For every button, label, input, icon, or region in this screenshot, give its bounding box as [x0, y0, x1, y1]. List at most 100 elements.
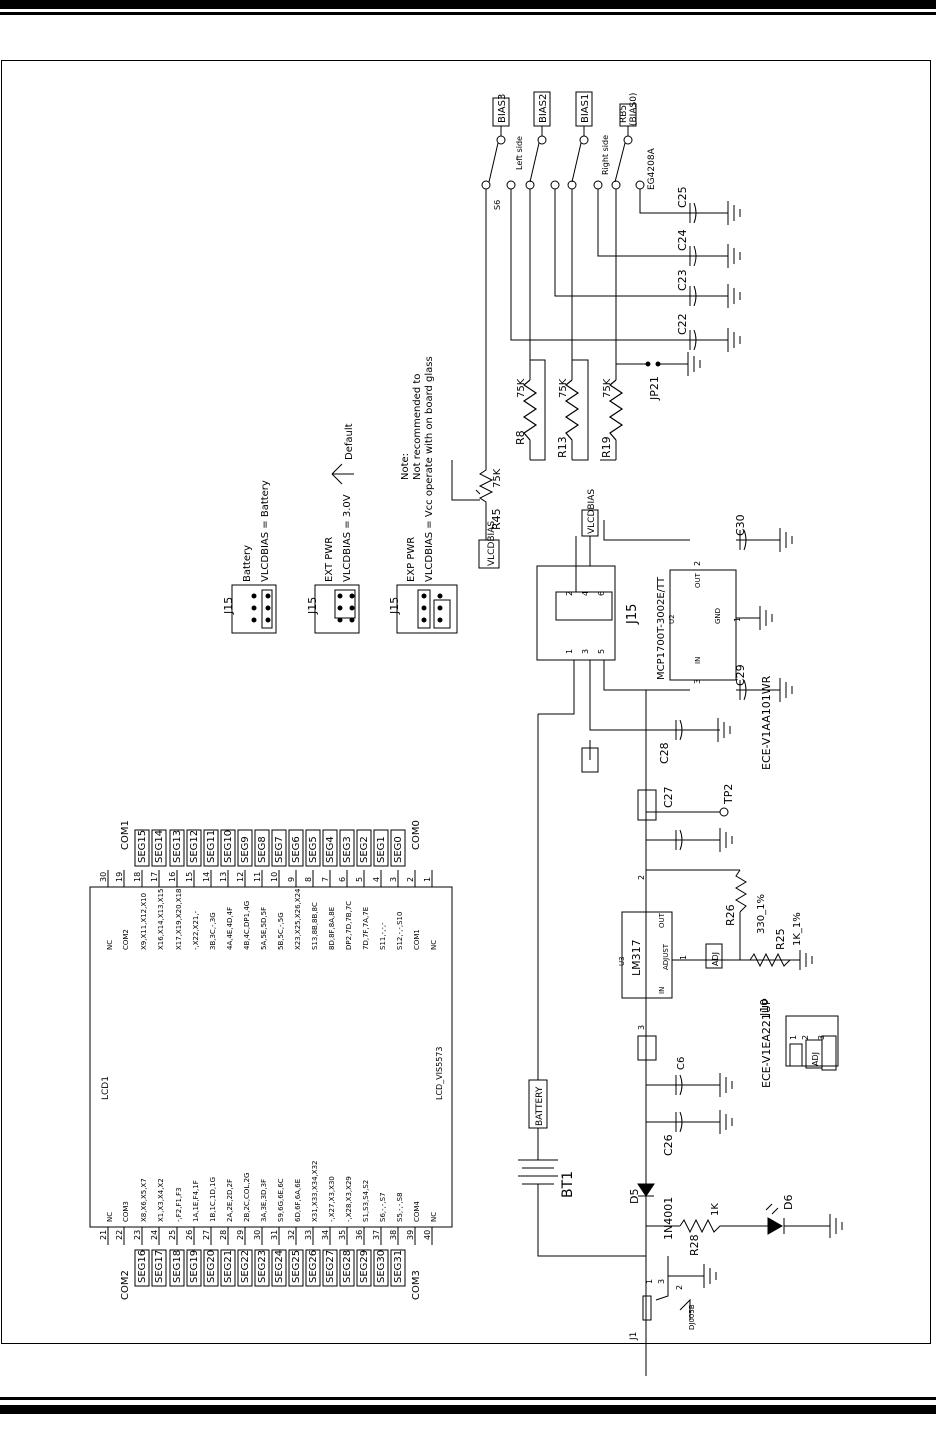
note-title: Note: — [400, 453, 411, 480]
lcd-pin-signal: 5B,5C,-,5G — [277, 912, 285, 950]
lcd-pin-number: 3 — [389, 877, 398, 882]
seg-net-flag: SEG27 — [325, 1250, 336, 1283]
lcd-pin-signal: S5,-,-,S8 — [396, 1192, 404, 1222]
lcd-pin-signal: X8,X6,X5,X7 — [140, 1178, 148, 1222]
lcd-pin-number: 1 — [423, 877, 432, 882]
ldo-in: IN — [694, 657, 702, 664]
c27-inductor — [637, 789, 733, 852]
seg-net-flag: SEG23 — [257, 1250, 268, 1283]
seg-net-flag-box — [254, 1249, 270, 1287]
d6-ref: D6 — [782, 1195, 795, 1210]
seg-net-flag-box — [322, 1249, 338, 1287]
j1-pin-number: 1 — [645, 1279, 654, 1284]
seg-net-flag: SEG5 — [308, 836, 319, 863]
seg-net-flag: SEG22 — [240, 1250, 251, 1283]
lcd-pin-signal: S6,-,-,S7 — [379, 1192, 387, 1222]
seg-net-flag: SEG0 — [393, 836, 404, 863]
com-net-label: COM0 — [411, 820, 422, 850]
jumper-jp21 — [645, 361, 661, 367]
right-side-label: Right side — [601, 135, 610, 175]
tp2-ref: TP2 — [722, 784, 735, 805]
lcd-pin-signal: DP2,7D,7B,7C — [345, 901, 353, 950]
seg-net-flag-box — [322, 829, 338, 867]
ldo-pin-gnd: 1 — [733, 617, 742, 622]
lcd-pin-number: 14 — [202, 872, 211, 882]
r26-ref: R26 — [724, 904, 737, 926]
lcd-pin-signal: -,F2,F1,F3 — [175, 1187, 183, 1222]
seg-net-flag-box — [237, 829, 253, 867]
ldo-u2 — [669, 569, 737, 681]
lcd-pin-signal: X16,X14,X13,X15 — [157, 889, 165, 951]
lcd-pin-number: 18 — [133, 872, 142, 882]
r19-ref: R19 — [600, 436, 613, 458]
c28-ref: C28 — [658, 742, 671, 764]
seg-net-flag: SEG31 — [393, 1250, 404, 1283]
lcd-pin-number: 11 — [253, 872, 262, 882]
lcd-pin-number: 17 — [150, 872, 159, 882]
seg-net-flag-box — [373, 829, 389, 867]
seg-net-flag-box — [271, 1249, 287, 1287]
lcd-pin-number: 38 — [389, 1230, 398, 1240]
j1-pin-number: 2 — [675, 1285, 684, 1290]
r45-value: 75K — [492, 468, 503, 488]
c26-ref: C26 — [662, 1134, 675, 1156]
u3-ref: U3 — [618, 956, 626, 966]
seg-net-flag-box — [220, 1249, 236, 1287]
lcd-pin-signal: -,X28,X3,X29 — [345, 1176, 353, 1222]
lcd-pin-number: 27 — [202, 1230, 211, 1240]
seg-net-flag: SEG19 — [189, 1250, 200, 1283]
lcd-pin-number: 37 — [372, 1230, 381, 1240]
lcd-pin-signal: 7D,7F,7A,7E — [362, 907, 370, 950]
seg-net-flag: SEG17 — [154, 1250, 165, 1283]
lcd-pin-signal: S12,-,-,S10 — [396, 912, 404, 950]
lcd-pin-signal: -,X27,X3,X30 — [328, 1176, 336, 1222]
lcd-pin-number: 22 — [115, 1230, 124, 1240]
seg-net-flag: SEG13 — [172, 830, 183, 863]
c24-ref: C24 — [676, 229, 689, 251]
lcd-pin-number: 4 — [372, 877, 381, 882]
seg-net-flag-box — [169, 1249, 185, 1287]
reg-pin-out: 2 — [637, 875, 646, 880]
j10-pin-number: 1 — [789, 1035, 798, 1040]
lcd-pin-number: 30 — [253, 1230, 262, 1240]
lcd-pin-signal: 4B,4C,DP1,4G — [243, 901, 251, 950]
r26-value: 330_1% — [756, 894, 767, 934]
left-side-label: Left side — [515, 136, 524, 170]
bias1-flag: BIAS1 — [580, 94, 591, 123]
j1-ref: J1 — [629, 1332, 639, 1341]
seg-net-flag: SEG28 — [342, 1250, 353, 1283]
lcd-pin-number: 10 — [270, 872, 279, 882]
seg-net-flag: SEG6 — [291, 836, 302, 863]
lcd-pin-signal: X31,X33,X34,X32 — [311, 1161, 319, 1223]
seg-net-flag: SEG3 — [342, 836, 353, 863]
lcd-pin-signal: S11,-,-,- — [379, 922, 387, 950]
seg-net-flag-box — [339, 1249, 355, 1287]
header-rule-thin — [0, 12, 936, 15]
cap-c28 — [646, 718, 731, 742]
c27-ref: C27 — [662, 786, 675, 808]
battery-flag: BATTERY — [535, 1086, 545, 1126]
lcd-pin-number: 19 — [115, 872, 124, 882]
schematic-frame — [1, 60, 931, 1344]
lcd-pin-signal: 1A,1E,F4,1F — [192, 1180, 200, 1222]
seg-net-flag: SEG2 — [359, 836, 370, 863]
lcd-pin-signal: NC — [106, 940, 114, 950]
seg-net-flag-box — [254, 829, 270, 867]
lcd-pin-number: 25 — [168, 1230, 177, 1240]
bias2-flag: BIAS2 — [538, 94, 549, 123]
j15-pin-number: 6 — [597, 591, 606, 596]
j15-pin-number: 5 — [597, 649, 606, 654]
ext-title: EXT PWR — [324, 537, 335, 582]
j15-power-ref: J15 — [625, 604, 640, 625]
header-rule-thick — [0, 0, 936, 9]
j15-pin-number: 3 — [581, 649, 590, 654]
seg-net-flag: SEG20 — [206, 1250, 217, 1283]
seg-net-flag: SEG18 — [172, 1250, 183, 1283]
lcd-pin-signal: NC — [106, 1212, 114, 1222]
seg-net-flag: SEG29 — [359, 1250, 370, 1283]
seg-net-flag-box — [390, 1249, 406, 1287]
seg-net-flag-box — [305, 829, 321, 867]
reg-in: IN — [658, 987, 666, 994]
lcd-pin-number: 31 — [270, 1230, 279, 1240]
r45-ref: R45 — [490, 508, 503, 530]
